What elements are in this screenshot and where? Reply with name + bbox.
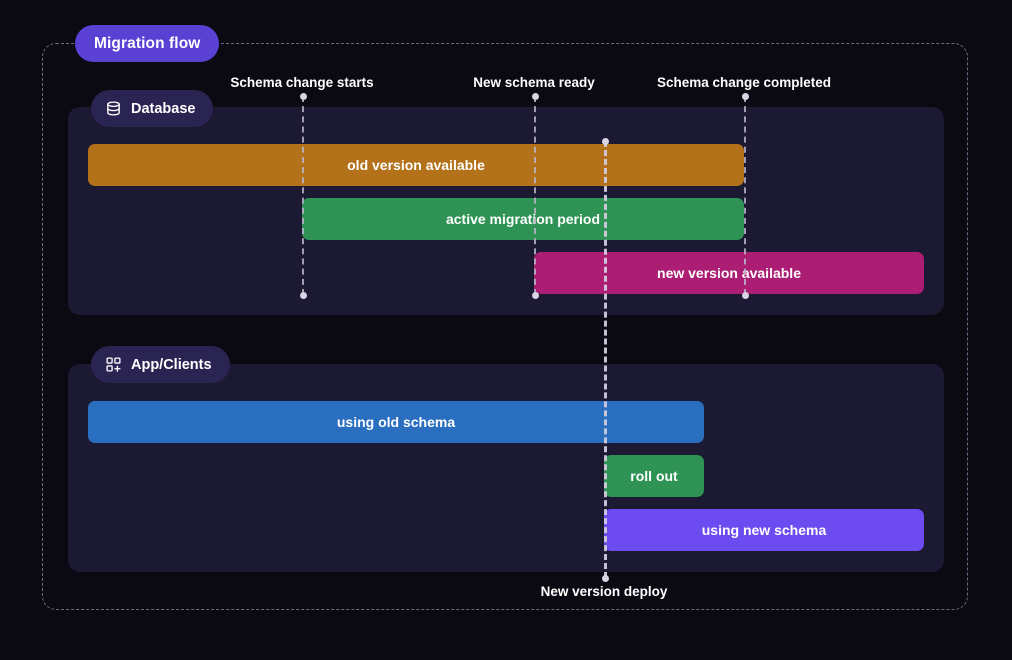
marker-dot-schema-change-completed-bottom xyxy=(741,292,749,299)
marker-dot-new-version-deploy-top xyxy=(601,138,609,145)
lane-badge-label: Database xyxy=(131,100,196,117)
marker-dot-new-schema-ready-top xyxy=(531,93,539,100)
timeline-bar-new-version-available[interactable]: new version available xyxy=(534,252,924,294)
lane-badge-database[interactable]: Database xyxy=(91,90,214,127)
marker-dot-schema-change-completed-top xyxy=(741,93,749,100)
timeline-bar-active-migration-period[interactable]: active migration period xyxy=(302,198,744,240)
marker-label-new-version-deploy: New version deploy xyxy=(540,584,668,599)
database-icon xyxy=(105,100,122,117)
flow-outer-frame xyxy=(42,43,968,610)
marker-line-new-schema-ready xyxy=(534,96,536,295)
marker-line-schema-change-completed xyxy=(744,96,746,295)
marker-line-schema-change-starts xyxy=(302,96,304,295)
marker-label-schema-change-starts: Schema change starts xyxy=(230,75,374,90)
flow-title-label: Migration flow xyxy=(94,34,201,52)
lane-badge-app-clients[interactable]: App/Clients xyxy=(91,346,230,383)
flow-title-badge[interactable]: Migration flow xyxy=(75,25,220,62)
marker-line-new-version-deploy xyxy=(604,141,607,578)
marker-dot-new-version-deploy-bottom xyxy=(601,575,609,582)
marker-label-new-schema-ready: New schema ready xyxy=(473,75,595,90)
marker-dot-new-schema-ready-bottom xyxy=(531,292,539,299)
grid-plus-icon xyxy=(105,356,122,373)
lane-badge-label: App/Clients xyxy=(131,356,212,373)
timeline-bar-using-old-schema[interactable]: using old schema xyxy=(88,401,704,443)
timeline-bar-roll-out[interactable]: roll out xyxy=(604,455,704,497)
marker-dot-schema-change-starts-top xyxy=(299,93,307,100)
timeline-bar-old-version-available[interactable]: old version available xyxy=(88,144,744,186)
timeline-bar-using-new-schema[interactable]: using new schema xyxy=(604,509,924,551)
marker-label-schema-change-completed: Schema change completed xyxy=(656,75,832,90)
marker-dot-schema-change-starts-bottom xyxy=(299,292,307,299)
